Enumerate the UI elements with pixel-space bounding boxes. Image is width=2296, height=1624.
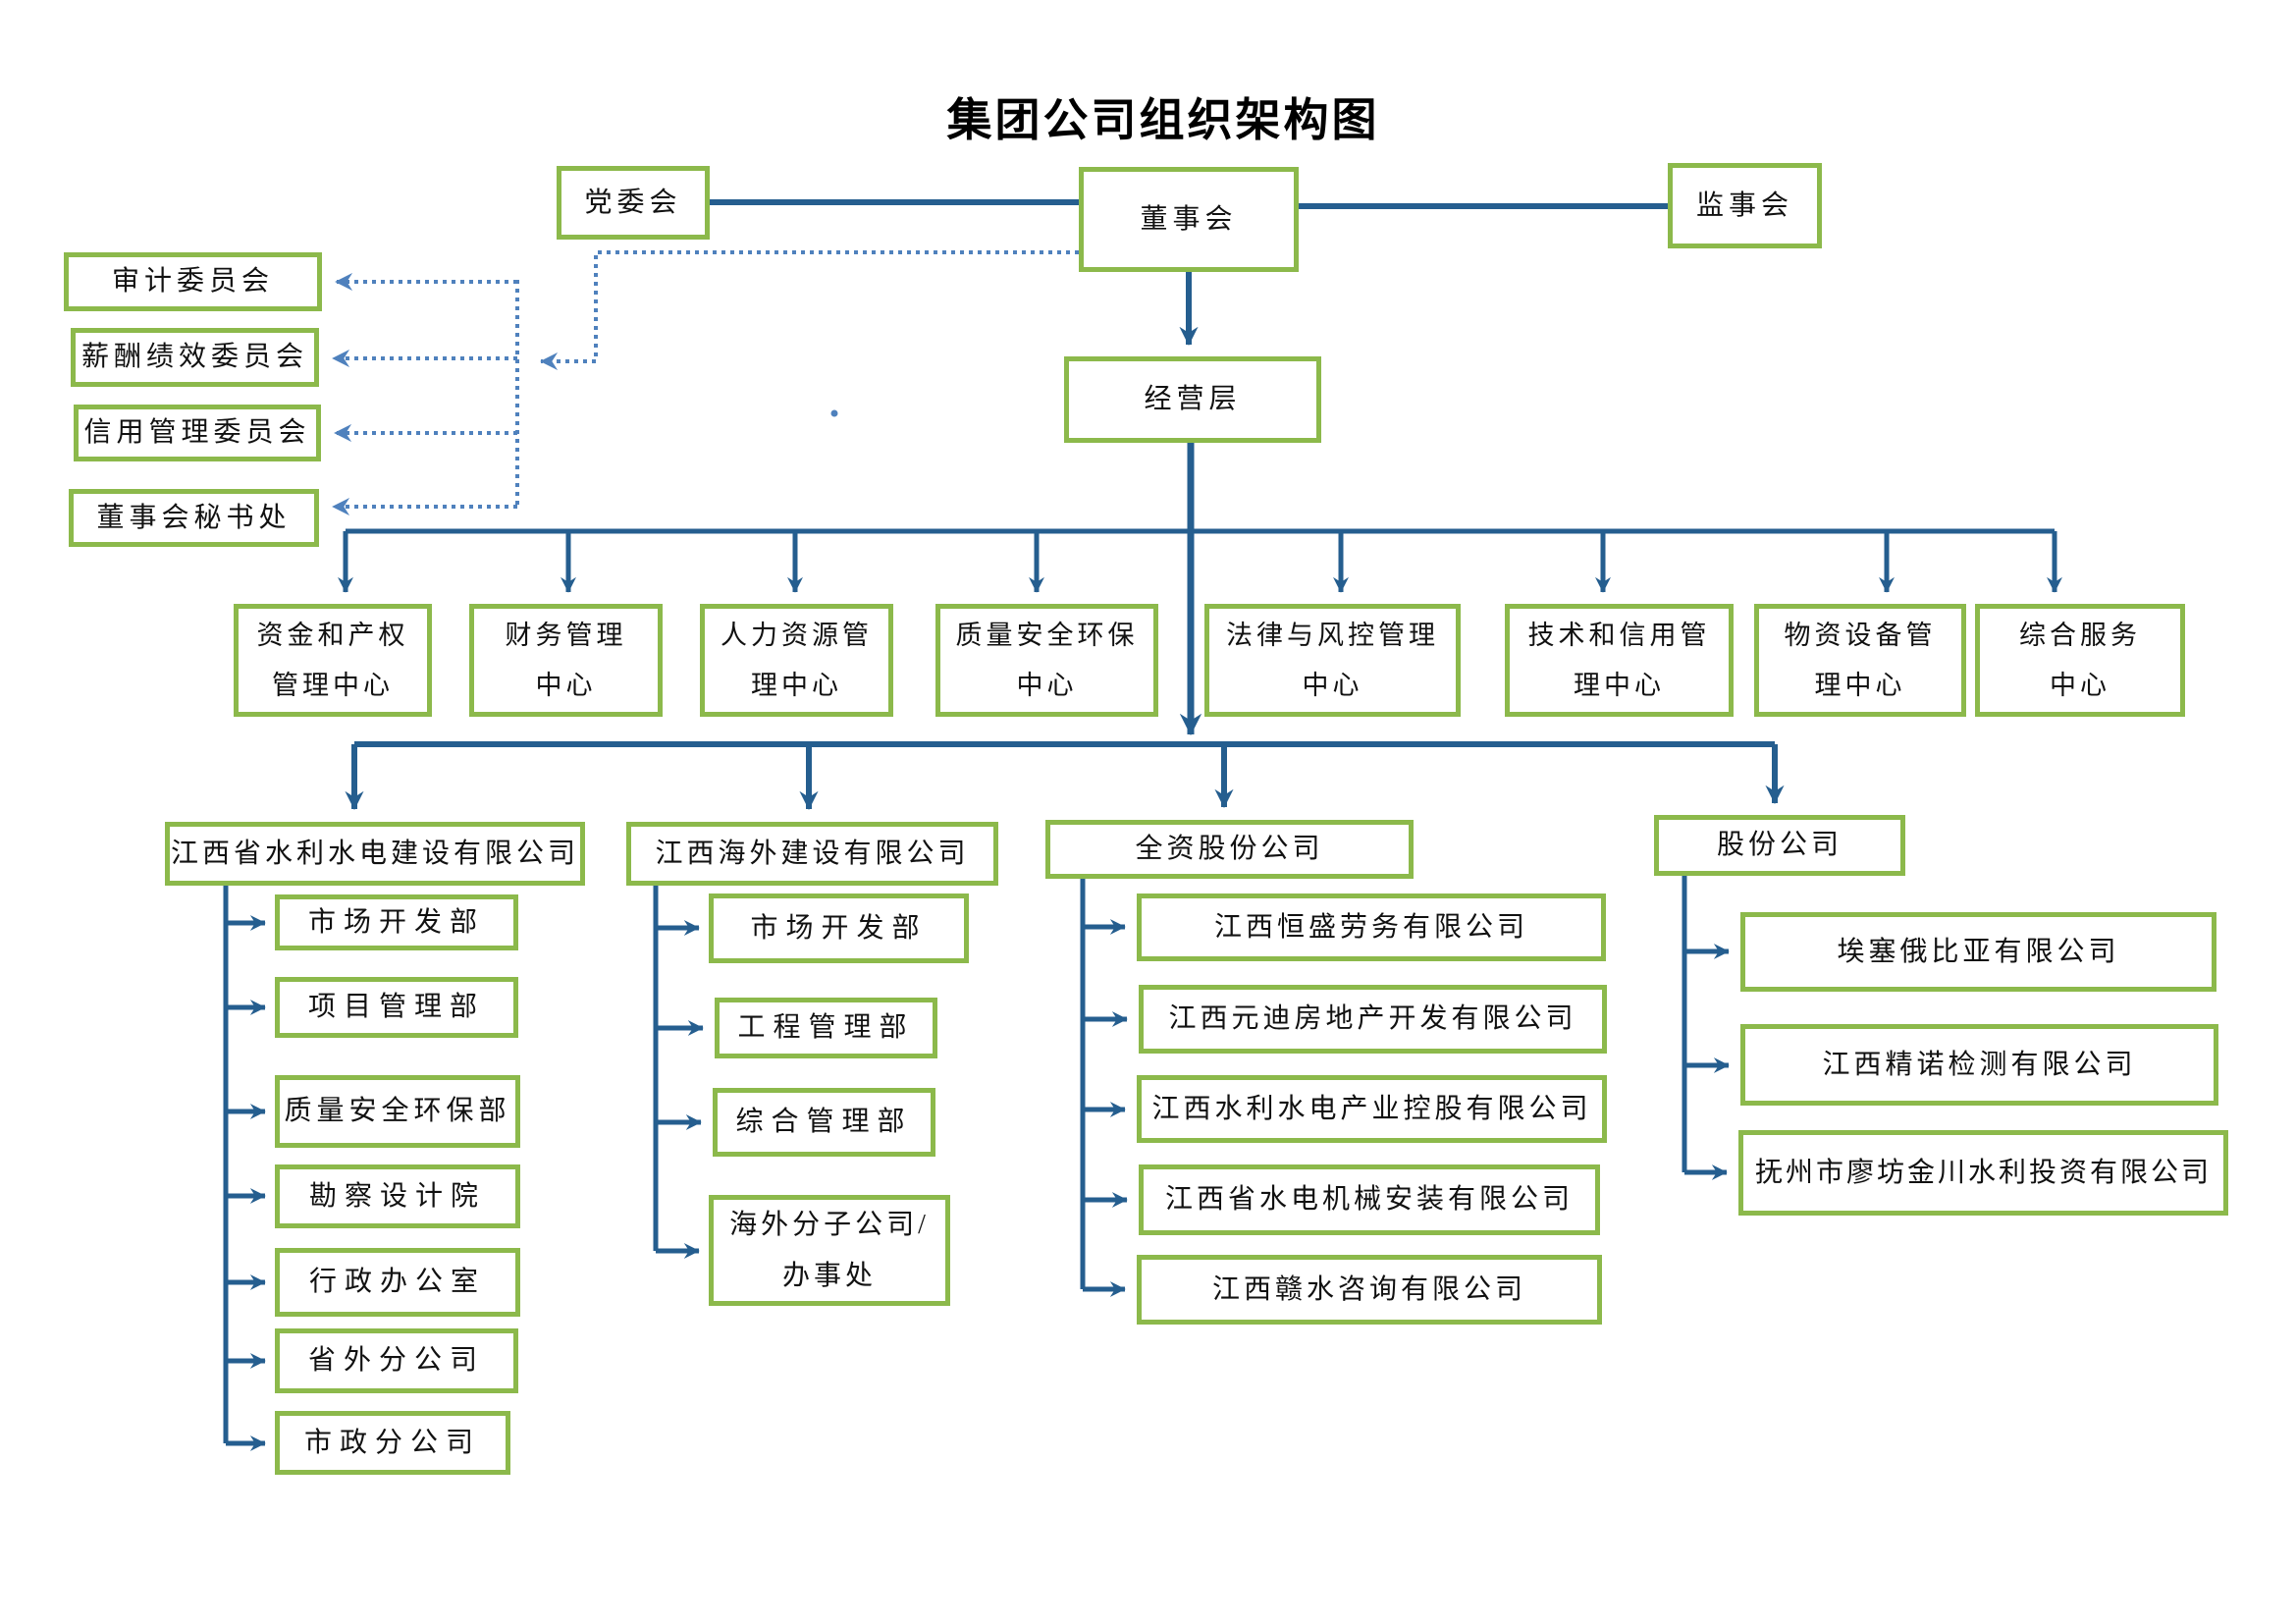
node-label: 江西赣水咨询有限公司 (1211, 1273, 1526, 1305)
center-human-resources: 人力资源管 理中心 (700, 604, 893, 717)
node-label: 江西恒盛劳务有限公司 (1213, 911, 1528, 943)
company-yuandi-real-estate: 江西元迪房地产开发有限公司 (1139, 985, 1607, 1054)
committee-board-secretariat: 董事会秘书处 (69, 489, 319, 547)
node-label: 监事会 (1695, 189, 1793, 221)
company-industry-holding: 江西水利水电产业控股有限公司 (1137, 1075, 1607, 1143)
node-label: 市场开发部 (750, 912, 928, 944)
node-label: 海外分子公司/ (729, 1209, 930, 1240)
center-finance: 财务管理 中心 (469, 604, 663, 717)
dept-engineering-management: 工程管理部 (715, 998, 937, 1058)
center-capital-property: 资金和产权 管理中心 (234, 604, 432, 717)
node-label: 综合管理部 (735, 1107, 913, 1138)
node-label: 资金和产权 (256, 621, 409, 651)
group-shareholding-companies: 股份公司 (1654, 815, 1905, 876)
node-label: 技术和信用管 (1527, 621, 1711, 651)
node-label: 信用管理委员会 (83, 417, 311, 449)
committee-audit: 审计委员会 (64, 252, 322, 311)
company-jingnuo-testing: 江西精诺检测有限公司 (1740, 1024, 2218, 1106)
node-label: 省外分公司 (307, 1345, 485, 1377)
node-label: 董事会秘书处 (96, 502, 292, 533)
node-label: 江西水利水电产业控股有限公司 (1151, 1093, 1592, 1124)
committee-compensation-performance: 薪酬绩效委员会 (71, 328, 319, 387)
node-label: 工程管理部 (737, 1012, 915, 1044)
node-label: 江西省水利水电建设有限公司 (170, 838, 579, 869)
chart-title: 集团公司组织架构图 (946, 95, 1380, 145)
dept-market-development-1: 市场开发部 (275, 894, 518, 950)
node-label: 项目管理部 (307, 992, 485, 1023)
stray-dot (830, 409, 838, 417)
node-label: 经营层 (1144, 384, 1242, 415)
group-jiangxi-water-conservancy: 江西省水利水电建设有限公司 (165, 822, 585, 886)
node-label: 质量安全环保部 (284, 1096, 511, 1127)
node-label: 江西省水电机械安装有限公司 (1164, 1184, 1574, 1216)
dept-out-of-province-branch: 省外分公司 (275, 1328, 518, 1393)
node-label: 法律与风控管理 (1226, 621, 1439, 651)
groups-distributor (345, 741, 1785, 810)
center-legal-risk-control: 法律与风控管理 中心 (1204, 604, 1461, 717)
node-supervisory-board: 监事会 (1668, 163, 1822, 248)
node-label: 江西精诺检测有限公司 (1822, 1049, 2137, 1080)
company-hengsheng-labor: 江西恒盛劳务有限公司 (1137, 893, 1606, 961)
node-label: 办事处 (781, 1260, 877, 1291)
node-label: 审计委员会 (111, 266, 274, 298)
node-label: 物资设备管 (1784, 621, 1937, 651)
node-label: 理中心 (1814, 670, 1906, 700)
node-label: 股份公司 (1716, 830, 1842, 861)
group4-branches (1682, 876, 1730, 1181)
committee-credit-management: 信用管理委员会 (74, 405, 321, 461)
node-label: 市场开发部 (307, 906, 485, 938)
dept-project-management: 项目管理部 (275, 977, 518, 1038)
center-materials-equipment: 物资设备管 理中心 (1754, 604, 1966, 717)
node-board: 董事会 (1079, 167, 1299, 272)
node-label: 理中心 (751, 670, 842, 700)
node-label: 勘察设计院 (308, 1180, 486, 1212)
node-label: 中心 (1016, 670, 1078, 700)
center-quality-safety-environment: 质量安全环保 中心 (935, 604, 1158, 717)
node-label: 抚州市廖坊金川水利投资有限公司 (1754, 1157, 2212, 1188)
node-label: 埃塞俄比亚有限公司 (1837, 936, 2120, 967)
group1-branches (223, 886, 266, 1452)
group-jiangxi-overseas-construction: 江西海外建设有限公司 (626, 822, 998, 886)
top-links (710, 199, 1668, 346)
center-general-services: 综合服务 中心 (1975, 604, 2185, 717)
company-ethiopia: 埃塞俄比亚有限公司 (1740, 912, 2216, 992)
node-label: 行政办公室 (308, 1267, 486, 1298)
company-hydropower-machinery-installation: 江西省水电机械安装有限公司 (1139, 1164, 1600, 1235)
company-ganshui-consulting: 江西赣水咨询有限公司 (1137, 1255, 1602, 1325)
node-label: 董事会 (1140, 203, 1238, 235)
centers-distributor (337, 528, 2063, 593)
dept-general-management: 综合管理部 (713, 1088, 935, 1157)
node-label: 江西海外建设有限公司 (655, 838, 970, 869)
dept-market-development-2: 市场开发部 (709, 893, 969, 963)
node-label: 管理中心 (272, 670, 394, 700)
node-label: 薪酬绩效委员会 (80, 342, 308, 373)
group2-branches (653, 886, 704, 1260)
node-label: 理中心 (1574, 670, 1665, 700)
node-label: 市政分公司 (303, 1427, 481, 1458)
dept-survey-design-institute: 勘察设计院 (275, 1164, 520, 1228)
dept-quality-safety-environment: 质量安全环保部 (275, 1075, 520, 1148)
group3-branches (1080, 879, 1128, 1298)
committee-links (332, 250, 1079, 515)
node-label: 财务管理 (505, 621, 627, 651)
node-label: 综合服务 (2019, 621, 2141, 651)
node-label: 中心 (2050, 670, 2110, 700)
node-party-committee: 党委会 (557, 166, 710, 240)
node-label: 中心 (535, 670, 597, 700)
node-label: 江西元迪房地产开发有限公司 (1168, 1003, 1577, 1035)
node-label: 中心 (1302, 670, 1363, 700)
dept-overseas-subsidiaries-offices: 海外分子公司/ 办事处 (709, 1195, 950, 1306)
node-label: 人力资源管 (721, 621, 873, 651)
edge-board-committees-feed (540, 250, 1079, 370)
node-label: 党委会 (584, 187, 682, 218)
center-technology-credit: 技术和信用管 理中心 (1505, 604, 1734, 717)
node-label: 全资股份公司 (1135, 834, 1324, 865)
dept-municipal-branch: 市政分公司 (275, 1411, 510, 1475)
node-label: 质量安全环保 (955, 621, 1139, 651)
company-fuzhou-liaofang-jinchuan: 抚州市廖坊金川水利投资有限公司 (1738, 1130, 2228, 1216)
group-wholly-owned-companies: 全资股份公司 (1045, 820, 1414, 879)
node-management-level: 经营层 (1064, 356, 1321, 443)
dept-administrative-office: 行政办公室 (275, 1248, 520, 1317)
